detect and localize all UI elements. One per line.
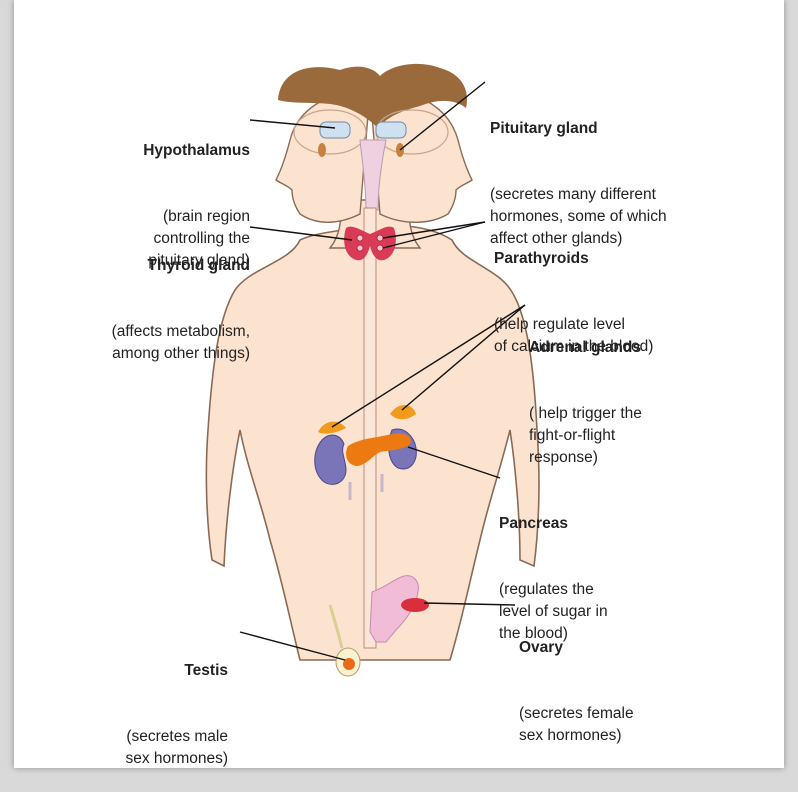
label-parathyroids: Parathyroids (help regulate level of cal… [494, 204, 653, 380]
pancreas-description: (regulates the level of sugar in the blo… [499, 581, 608, 642]
pituitary-title: Pituitary gland [490, 120, 598, 137]
leader-hypothalamus [249, 119, 336, 129]
parathyroids-description: (help regulate level of calcium in the b… [494, 316, 654, 355]
adrenal-description: ( help trigger the fight-or-flight respo… [529, 405, 642, 466]
leader-parathyroids-2 [382, 221, 486, 249]
parathyroid-4 [376, 244, 384, 252]
endocrine-illustration [205, 63, 540, 677]
pituitary-description: (secretes many different hormones, some … [490, 186, 667, 247]
leader-adrenal-2 [401, 304, 526, 411]
hair [278, 63, 467, 128]
leader-parathyroids-1 [382, 221, 486, 239]
parathyroid-1 [356, 234, 364, 242]
ovary-description: (secretes female sex hormones) [519, 705, 634, 744]
brainstem [359, 139, 387, 211]
kidney-left [314, 434, 347, 485]
adrenal-left [318, 421, 346, 434]
adrenal-title: Adrenal glands [529, 339, 641, 356]
testis-description: (secretes male sex hormones) [125, 728, 228, 767]
testis-shape [343, 658, 355, 670]
spine-line [363, 207, 377, 649]
pancreas [346, 433, 411, 466]
leader-adrenal-1 [331, 304, 526, 428]
leader-pancreas [407, 446, 501, 479]
leader-lines [239, 81, 526, 661]
thyroid-description: (affects metabolism, among other things) [111, 323, 250, 362]
label-hypothalamus: Hypothalamus (brain region controlling t… [100, 96, 250, 294]
parathyroid-2 [356, 244, 364, 252]
parathyroid-3 [376, 234, 384, 242]
label-pancreas: Pancreas (regulates the level of sugar i… [499, 469, 608, 667]
label-testis: Testis (secretes male sex hormones) [80, 616, 228, 792]
hypothalamus-description: (brain region controlling the pituitary … [148, 208, 250, 269]
ear-left [318, 143, 326, 157]
leader-testis [239, 631, 346, 661]
label-ovary: Ovary (secretes female sex hormones) [519, 593, 634, 769]
leader-thyroid [249, 226, 353, 241]
spermatic-cord [328, 604, 344, 649]
hypothalamus-region [319, 121, 351, 139]
label-thyroid: Thyroid gland (affects metabolism, among… [60, 211, 250, 387]
thyroid-title: Thyroid gland [147, 257, 250, 274]
adrenal-right [390, 405, 416, 420]
ovary-shape [401, 598, 429, 612]
testis-title: Testis [184, 662, 228, 679]
leader-pituitary [399, 81, 486, 151]
thyroid [344, 226, 396, 261]
hypothalamus-title: Hypothalamus [143, 142, 250, 159]
brain-left [293, 109, 367, 155]
pituitary-region [375, 121, 407, 139]
pancreas-title: Pancreas [499, 515, 568, 532]
ovary-title: Ovary [519, 639, 563, 656]
parathyroids-title: Parathyroids [494, 250, 589, 267]
label-adrenal: Adrenal glands ( help trigger the fight-… [529, 293, 642, 491]
leader-ovary [423, 602, 516, 606]
uterus [369, 575, 419, 643]
label-pituitary: Pituitary gland (secretes many different… [490, 74, 667, 272]
